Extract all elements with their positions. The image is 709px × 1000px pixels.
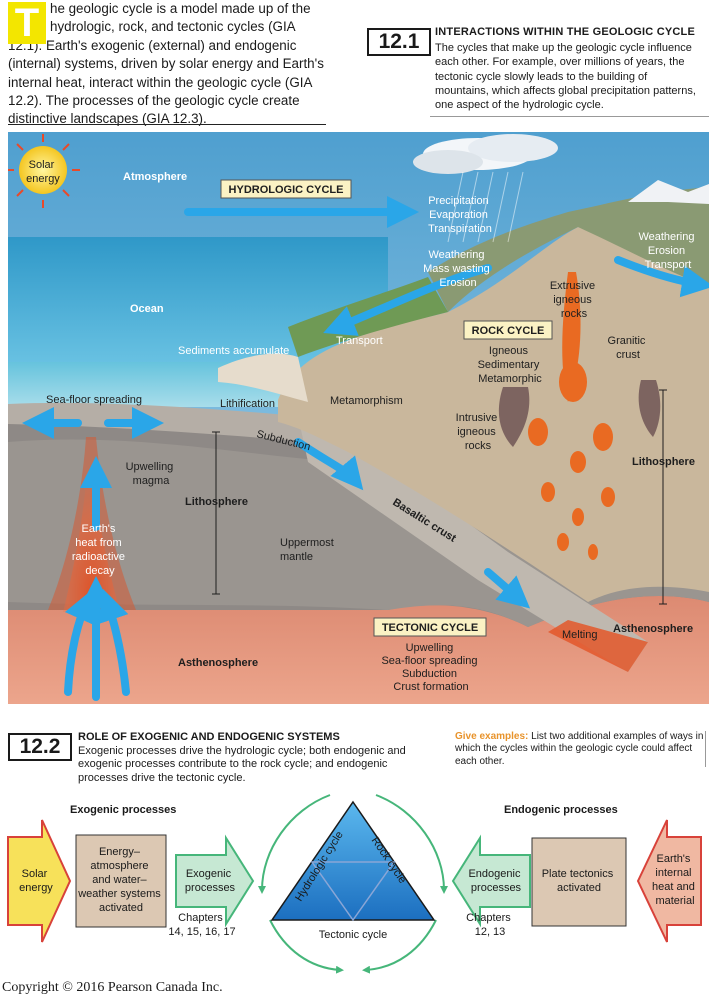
extrusive-label: Extrusive igneous rocks: [550, 280, 598, 320]
tectonic-cycle-label: TECTONIC CYCLE: [373, 617, 487, 637]
mountains: [428, 187, 709, 312]
asthenosphere-right-label: Asthenosphere: [613, 623, 693, 635]
transport-label: Transport: [336, 335, 383, 347]
svg-text:ROCK CYCLE: ROCK CYCLE: [472, 325, 545, 337]
lithosphere-right-label: Lithosphere: [632, 456, 695, 468]
sediment-beach: [218, 353, 308, 402]
section-title-12-2: ROLE OF EXOGENIC AND ENDOGENIC SYSTEMS: [78, 731, 340, 743]
give-examples-note: Give examples: List two additional examp…: [455, 731, 705, 768]
metamorphism-label: Metamorphism: [330, 395, 403, 407]
energy-box-text: Energy– atmosphere and water– weather sy…: [77, 846, 164, 914]
earth-heat-arrow: [636, 819, 702, 943]
basaltic-slab: [298, 416, 648, 672]
mountain-snow: [628, 180, 709, 204]
atmosphere-label: Atmosphere: [123, 171, 187, 183]
solar-energy-text: Solar energy: [19, 868, 53, 894]
endogenic-arrow: [451, 834, 531, 928]
section-body-12-2: Exogenic processes drive the hydrologic …: [78, 745, 406, 784]
lithosphere-left-label: Lithosphere: [185, 496, 248, 508]
hydrologic-cycle-label: HYDROLOGIC CYCLE: [220, 179, 352, 199]
continental-crust: [278, 227, 709, 602]
exogenic-arrow: [175, 834, 255, 928]
section-divider-12-1: [430, 116, 709, 117]
svg-text:HYDROLOGIC CYCLE: HYDROLOGIC CYCLE: [229, 184, 344, 196]
exogenic-heading: Exogenic processes: [70, 804, 176, 816]
thickness-bars: [212, 389, 667, 605]
give-examples-divider: [705, 731, 706, 767]
seafloor-label: Sea-floor spreading: [46, 394, 142, 406]
weathering-left-label: Weathering Mass wasting Erosion: [423, 249, 493, 289]
plate-tectonics-box: [531, 837, 627, 927]
give-examples-label: Give examples:: [455, 731, 529, 742]
section-title-12-1: INTERACTIONS WITHIN THE GEOLOGIC CYCLE: [435, 26, 695, 38]
intro-rest: hydrologic, rock, and tectonic cycles (G…: [8, 19, 324, 127]
exogenic-endogenic-diagram: Exogenic processes Endogenic processes S…: [7, 794, 702, 974]
precipitation-label: Precipitation Evaporation Transpiration: [428, 195, 492, 235]
sun-icon: [8, 134, 80, 208]
melting-zone: [548, 620, 648, 672]
tectonic-cycle-label: Tectonic cycle: [319, 929, 387, 941]
process-arrows: [22, 196, 709, 701]
drop-cap: T: [8, 2, 46, 44]
intro-first-line: he geologic cycle is a model made up of …: [50, 1, 311, 16]
section-body-12-1: The cycles that make up the geologic cyc…: [435, 42, 696, 112]
intrusive-label: Intrusive igneous rocks: [456, 412, 501, 452]
rock-types-label: Igneous Sedimentary Metamorphic: [478, 345, 543, 385]
rock-cycle-label: ROCK CYCLE: [463, 320, 553, 340]
inner-triangle: [310, 861, 396, 922]
cycle-triangle: [270, 800, 436, 921]
granitic-crust-label: Granitic crust: [608, 335, 649, 361]
solar-energy-label: Solar energy: [26, 159, 60, 185]
plate-tectonics-text: Plate tectonics activated: [542, 868, 617, 894]
solar-energy-arrow: [7, 819, 72, 943]
magma-blobs: [528, 272, 615, 560]
cycle-arrows: [258, 794, 448, 974]
endogenic-arrow-text: Endogenic processes: [468, 868, 523, 894]
asthenosphere-left-label: Asthenosphere: [178, 657, 258, 669]
ocean: [8, 237, 388, 372]
chapters-left: Chapters 14, 15, 16, 17: [168, 912, 235, 938]
melting-label: Melting: [562, 629, 597, 641]
chapters-right: Chapters 12, 13: [466, 912, 514, 938]
lithification-label: Lithification: [220, 398, 275, 410]
svg-text:TECTONIC CYCLE: TECTONIC CYCLE: [382, 622, 478, 634]
upwelling-label: Upwelling magma: [126, 461, 177, 487]
intrusive-plutons: [498, 380, 661, 447]
intro-paragraph: T he geologic cycle is a model made up o…: [8, 0, 328, 129]
sediments-label: Sediments accumulate: [178, 345, 289, 357]
earth-heat-label: Earth's heat from radioactive decay: [72, 523, 128, 577]
uppermost-mantle-label: Uppermost mantle: [280, 537, 337, 563]
ocean-label: Ocean: [130, 303, 164, 315]
endogenic-heading: Endogenic processes: [504, 804, 618, 816]
give-examples-text: List two additional examples of ways in …: [455, 731, 704, 767]
geologic-cycle-diagram: Solar energy Atmosphere HYDROLOGIC CYCLE…: [8, 132, 709, 704]
intro-divider: [8, 124, 326, 125]
earth-heat-text: Earth's internal heat and material: [652, 853, 698, 907]
copyright: Copyright © 2016 Pearson Canada Inc.: [2, 980, 223, 995]
tectonic-items-label: Upwelling Sea-floor spreading Subduction…: [381, 642, 480, 693]
energy-box: [75, 834, 167, 928]
weathering-right-label: Weathering Erosion Transport: [638, 231, 697, 271]
exogenic-arrow-text: Exogenic processes: [185, 868, 236, 894]
section-number-12-2: 12.2: [8, 733, 72, 761]
section-number-12-1: 12.1: [367, 28, 431, 56]
rain: [447, 171, 524, 243]
clouds: [413, 134, 558, 174]
